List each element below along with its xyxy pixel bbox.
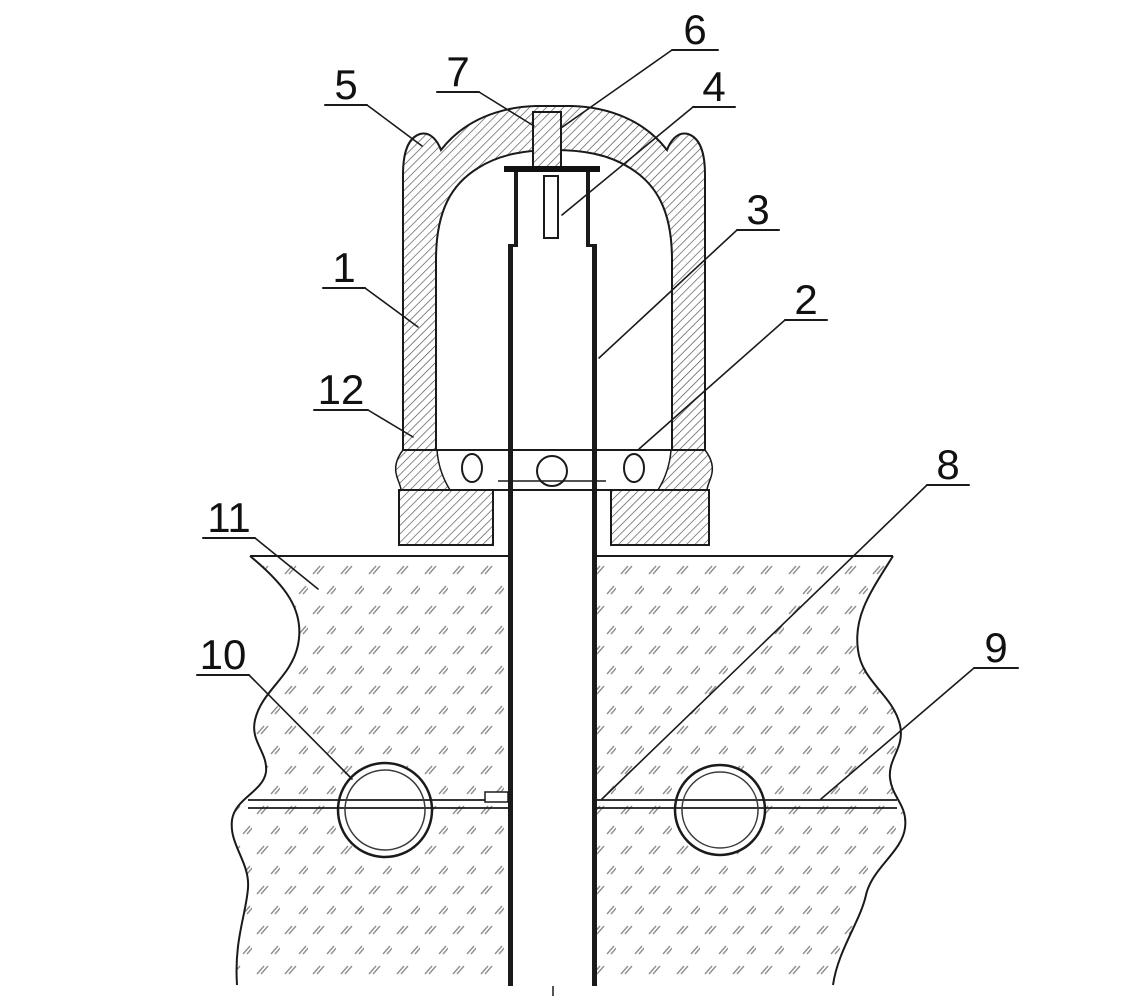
neck-right-hatched — [656, 449, 714, 491]
leader-line-12 — [367, 409, 414, 438]
leader-line-3 — [598, 229, 738, 359]
callouts: 1 2 3 4 5 6 7 — [196, 6, 1019, 800]
tube-upper-wall-left — [514, 172, 518, 246]
callout-10: 10 — [196, 631, 353, 780]
callout-5-text: 5 — [334, 61, 357, 108]
callout-1-text: 1 — [332, 244, 355, 291]
neck-left-hatched — [394, 449, 452, 491]
callout-10-text: 10 — [200, 631, 247, 678]
dome-cap — [402, 105, 706, 451]
tube-upper-wall-right — [586, 172, 590, 246]
callout-12-text: 12 — [318, 366, 365, 413]
right-pipe-inner-ring — [681, 771, 759, 849]
bolt-hole-center — [536, 455, 568, 487]
top-pin-hatched — [532, 111, 562, 169]
left-pipe-fill — [338, 763, 432, 857]
soil-left-edge — [230, 555, 301, 986]
leader-line-1 — [364, 287, 419, 328]
callout-3-text: 3 — [746, 186, 769, 233]
leader-line-4 — [561, 106, 694, 216]
leader-line-5 — [366, 104, 423, 147]
leader-line-6 — [560, 49, 673, 129]
tube-wall-right — [592, 244, 597, 986]
callout-8-text: 8 — [936, 441, 959, 488]
callout-6-text: 6 — [683, 6, 706, 53]
callout-6: 6 — [560, 6, 719, 129]
callout-2: 2 — [638, 276, 828, 450]
bolt-hole-left — [461, 453, 483, 483]
riser-tube — [508, 172, 597, 986]
tube-interior — [508, 548, 597, 986]
leader-line-8 — [601, 484, 928, 800]
callout-12: 12 — [313, 366, 414, 438]
bolt-hole-right — [623, 453, 645, 483]
left-pipe-outer-ring — [336, 761, 434, 859]
callout-11: 11 — [202, 494, 319, 590]
callout-5: 5 — [324, 61, 423, 147]
leader-line-7 — [478, 91, 535, 127]
callout-11-text: 11 — [207, 494, 251, 541]
inner-stem — [543, 175, 559, 239]
leader-line-2 — [638, 319, 786, 450]
base-flange — [394, 449, 714, 546]
callout-4-text: 4 — [702, 63, 725, 110]
callout-4: 4 — [561, 63, 736, 216]
right-pipe-fill — [675, 765, 765, 855]
flange-block-left — [398, 489, 494, 546]
callout-8: 8 — [601, 441, 970, 800]
leader-line-9 — [820, 667, 975, 800]
tube-step-right — [586, 244, 597, 247]
soil-right-edge — [832, 555, 907, 986]
tube-wall-left — [508, 244, 513, 986]
tube-cap-plate — [504, 166, 600, 172]
tube-step-left — [508, 244, 518, 247]
right-pipe-outer-ring — [673, 763, 767, 857]
leader-line-11 — [254, 537, 319, 590]
callout-9-text: 9 — [984, 624, 1007, 671]
callout-1: 1 — [322, 244, 419, 328]
callout-2-text: 2 — [794, 276, 817, 323]
callout-7: 7 — [436, 48, 535, 127]
tube-collar-tab — [484, 791, 509, 803]
left-pipe-inner-ring — [344, 769, 426, 851]
callout-7-text: 7 — [446, 48, 469, 95]
leader-line-10 — [248, 674, 353, 780]
callout-3: 3 — [598, 186, 780, 359]
flange-block-right — [610, 489, 710, 546]
callout-9: 9 — [820, 624, 1019, 800]
